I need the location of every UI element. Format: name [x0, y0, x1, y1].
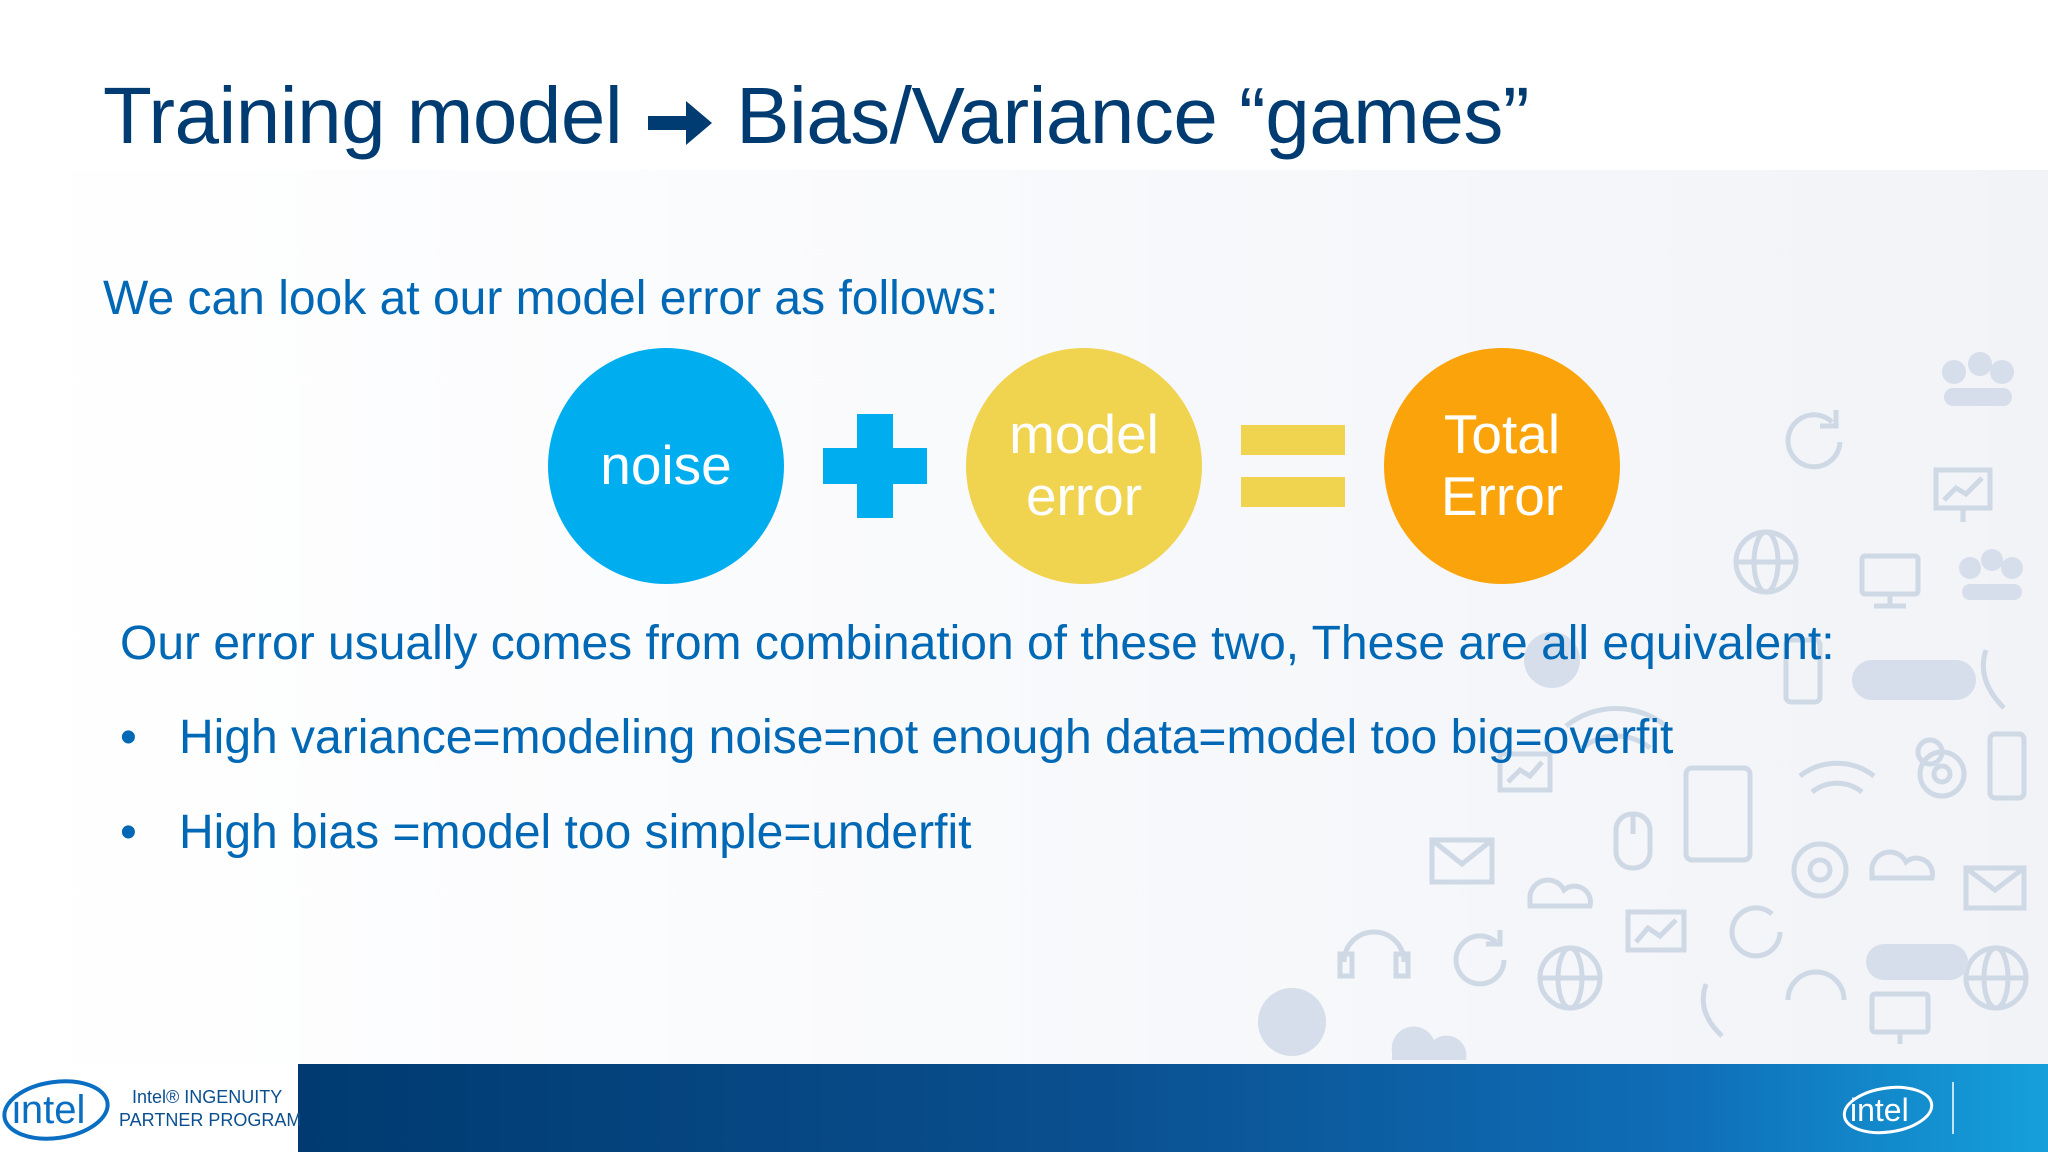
refresh-icon: [1785, 410, 1843, 470]
mouse-icon: [1613, 811, 1653, 871]
tablet-icon: [1683, 765, 1753, 863]
slide-title: Training model Bias/Variance “games”: [103, 70, 1529, 168]
phone-handset-icon: [1980, 649, 2006, 710]
wifi-icon: [1798, 760, 1876, 795]
cloud-icon: [1391, 1026, 1467, 1060]
program-line1: Intel® INGENUITY: [132, 1087, 283, 1107]
lead-text: We can look at our model error as follow…: [103, 272, 999, 325]
total-error-circle: Total Error: [1384, 348, 1620, 584]
people-group-icon: [1959, 549, 2023, 600]
globe-icon: [1537, 945, 1603, 1011]
phone-icon: [1783, 637, 1823, 705]
phone-icon: [1987, 731, 2027, 801]
globe-icon: [1963, 945, 2029, 1011]
partner-program-logo: intel Intel® INGENUITY PARTNER PROGRAM: [0, 1064, 301, 1152]
refresh-icon: [1729, 905, 1783, 959]
explanation-text: Our error usually comes from combination…: [120, 617, 1835, 670]
footer-divider: [1952, 1082, 1954, 1134]
noise-label: noise: [600, 434, 732, 497]
monitor-icon: [1859, 553, 1921, 609]
at-sign-icon: [1524, 632, 1580, 688]
total-error-line1: Total: [1443, 403, 1561, 466]
total-error-line2: Error: [1440, 465, 1564, 527]
bullet-marker: •: [120, 711, 137, 764]
gear-icon: [1915, 737, 1945, 767]
bullet-list: • High variance=modeling noise=not enoug…: [120, 710, 1673, 900]
model-error-line2: error: [1025, 465, 1143, 527]
svg-text:intel: intel: [12, 1088, 85, 1132]
bullet-item-bias: • High bias =model too simple=underfit: [120, 805, 1673, 900]
bullet-marker: •: [120, 806, 137, 859]
bullet-item-variance: • High variance=modeling noise=not enoug…: [120, 710, 1673, 805]
envelope-icon: [1963, 865, 2027, 911]
model-error-label: model error: [1009, 404, 1159, 527]
svg-text:intel: intel: [1850, 1092, 1909, 1128]
background-gradient: [0, 170, 2048, 1070]
chat-bubble-icon: [1852, 660, 1976, 700]
intel-logo: intel: [2, 1079, 110, 1141]
people-group-icon: [1942, 352, 2014, 406]
globe-icon: [1733, 529, 1799, 595]
title-text-part2: Bias/Variance “games”: [736, 71, 1529, 160]
intel-logo-footer: intel: [1842, 1085, 1934, 1135]
plus-icon: [823, 414, 927, 523]
presentation-board-icon: [1497, 751, 1553, 793]
refresh-icon: [1453, 930, 1507, 987]
noise-circle: noise: [548, 348, 784, 584]
headset-icon: [1337, 929, 1411, 979]
cloud-icon: [1869, 849, 1935, 881]
headset-icon: [1785, 969, 1847, 1001]
phone-handset-icon: [1700, 983, 1724, 1038]
chat-bubble-icon: [1866, 944, 1968, 980]
partner-program-text: Intel® INGENUITY PARTNER PROGRAM: [119, 1086, 301, 1132]
bullet-text: High variance=modeling noise=not enough …: [179, 711, 1674, 764]
program-line2: PARTNER PROGRAM: [119, 1110, 302, 1130]
at-sign-icon: [1258, 988, 1326, 1056]
title-text-part1: Training model: [103, 71, 623, 160]
monitor-icon: [1869, 991, 1931, 1044]
right-arrow-icon: [644, 76, 716, 168]
presentation-board-icon: [1625, 909, 1687, 953]
model-error-circle: model error: [966, 348, 1202, 584]
equals-icon: [1241, 425, 1345, 512]
cloud-icon: [1527, 877, 1593, 909]
presentation-board-icon: [1933, 467, 1993, 522]
footer-bar: [298, 1064, 2048, 1152]
at-sign-icon: [1791, 841, 1849, 899]
wifi-icon: [1564, 706, 1668, 750]
envelope-icon: [1429, 837, 1495, 885]
bullet-text: High bias =model too simple=underfit: [179, 806, 972, 859]
total-error-label: Total Error: [1441, 404, 1563, 527]
model-error-line1: model: [1009, 403, 1159, 466]
